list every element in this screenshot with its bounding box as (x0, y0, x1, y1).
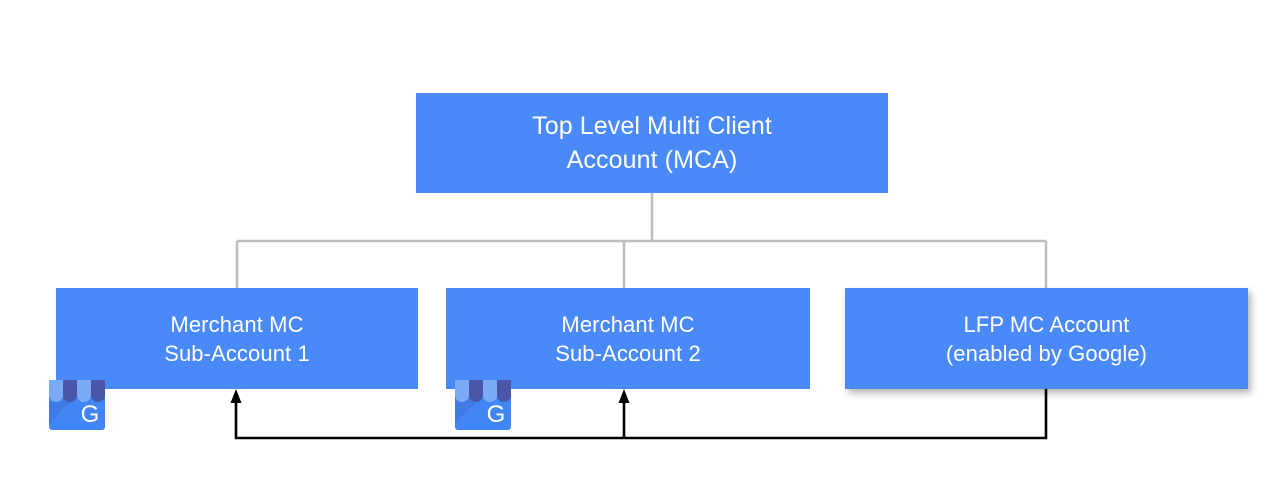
svg-text:G: G (487, 401, 506, 428)
node-merchant-sub-account-1[interactable]: Merchant MC Sub-Account 1 (56, 288, 418, 389)
node-merchant-sub-account-2-label: Merchant MC Sub-Account 2 (555, 311, 701, 366)
google-my-business-icon: G (455, 380, 511, 430)
node-merchant-sub-account-2[interactable]: Merchant MC Sub-Account 2 (446, 288, 810, 389)
arrowhead-into-sub1 (230, 389, 242, 403)
arrow-path-lfp-to-sub1 (234, 389, 1048, 440)
node-top-level-mca[interactable]: Top Level Multi Client Account (MCA) (416, 93, 888, 193)
node-lfp-mc-account[interactable]: LFP MC Account (enabled by Google) (845, 288, 1248, 389)
arrowhead-into-sub2 (618, 389, 630, 403)
node-lfp-mc-account-label: LFP MC Account (enabled by Google) (945, 311, 1148, 366)
svg-text:G: G (81, 401, 100, 428)
node-top-level-mca-label: Top Level Multi Client Account (MCA) (532, 112, 772, 174)
google-my-business-icon: G (49, 380, 105, 430)
node-merchant-sub-account-1-label: Merchant MC Sub-Account 1 (164, 311, 310, 366)
